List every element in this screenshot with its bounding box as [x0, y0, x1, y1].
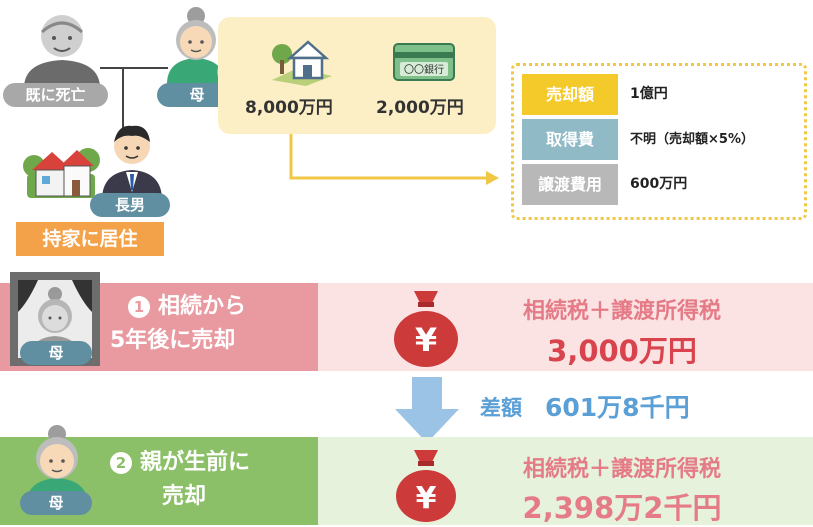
sale-price-label: 売却額 [522, 74, 618, 115]
scenario1-tax-amount: 3,000万円 [547, 334, 697, 368]
scenario1-number-badge: 1 [128, 296, 150, 318]
scenario2-tax-amount: 2,398万2千円 [522, 491, 722, 525]
family-tree-lines [100, 67, 499, 185]
acquisition-cost-label: 取得費 [522, 119, 618, 160]
son-label: 長男 [90, 193, 170, 217]
residence-house-icon [23, 148, 100, 198]
scenario1-title-line2: 5年後に売却 [110, 328, 236, 353]
scenario2-number-badge: 2 [110, 452, 132, 474]
transfer-cost-value: 600万円 [630, 176, 688, 192]
bank-card-text: 〇〇銀行 [404, 63, 444, 76]
mother-icon [167, 7, 225, 84]
scenario1-tax-label: 相続税＋譲渡所得税 [522, 299, 721, 324]
residence-label: 持家に居住 [16, 222, 164, 256]
bank-card-icon: 〇〇銀行 [393, 43, 455, 81]
deceased-father-icon [24, 15, 100, 88]
house-amount: 8,000万円 [245, 98, 333, 118]
son-icon [102, 125, 162, 200]
acquisition-cost-value: 不明（売却額×5%） [630, 132, 754, 147]
scenario2-title-line1: 親が生前に [140, 450, 251, 475]
deceased-label: 既に死亡 [3, 83, 108, 107]
difference-label: 差額 [480, 396, 522, 420]
scenario2-right-band [318, 437, 813, 525]
house-asset-icon [272, 40, 332, 86]
svg-text:¥: ¥ [415, 321, 437, 359]
sale-details-box: 売却額 1億円 取得費 不明（売却額×5%） 譲渡費用 600万円 [511, 63, 807, 220]
scenario2-title-line2: 売却 [162, 484, 207, 509]
bank-amount: 2,000万円 [376, 98, 464, 118]
transfer-cost-label: 譲渡費用 [522, 164, 618, 205]
scenario1-title-line1: 相続から [158, 294, 247, 319]
scenario2-tax-label: 相続税＋譲渡所得税 [522, 457, 721, 482]
svg-text:¥: ¥ [416, 481, 437, 516]
scenario2-mother-label: 母 [20, 491, 92, 515]
tax-bag-icon: ¥ [394, 291, 458, 367]
sale-price-value: 1億円 [630, 86, 668, 102]
difference-amount: 601万8千円 [545, 393, 690, 422]
down-arrow-icon [395, 377, 459, 443]
scenario1-mother-label: 母 [20, 341, 92, 365]
tax-bag-icon-bottom: ¥ [396, 450, 456, 522]
